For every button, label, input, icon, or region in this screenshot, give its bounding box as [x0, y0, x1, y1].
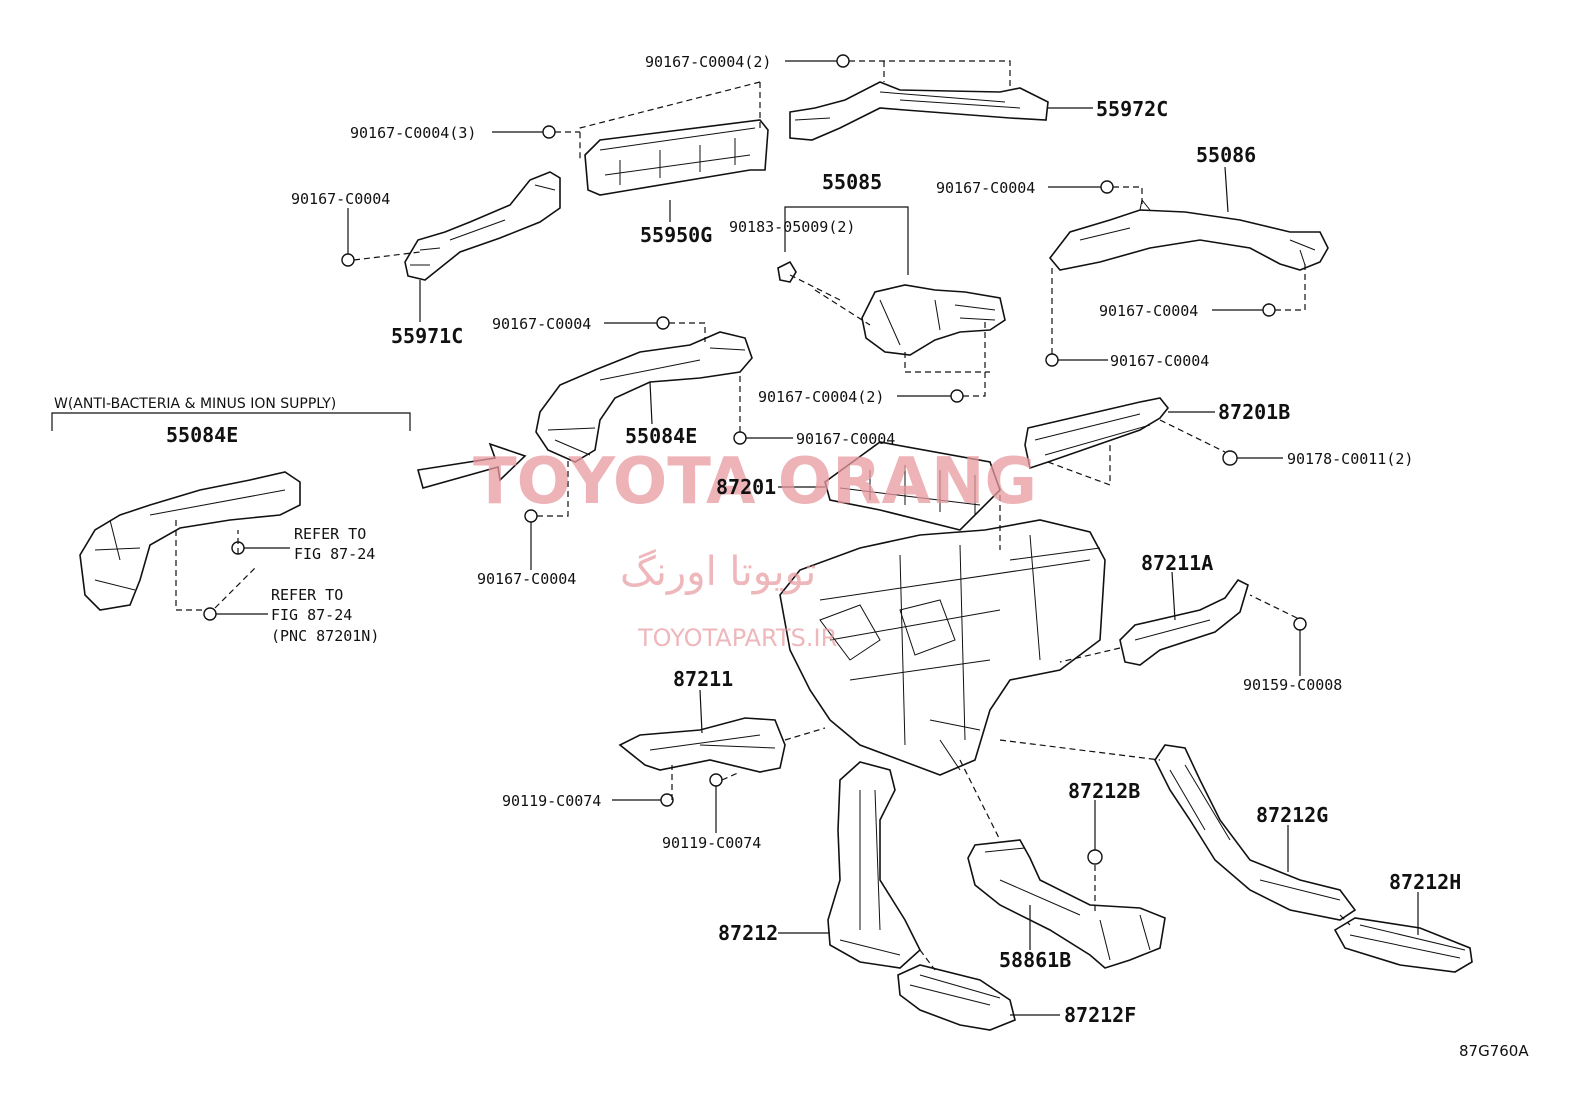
part-55085-connector	[777, 260, 1006, 356]
view-arrow	[416, 442, 527, 489]
label-refer: REFER TO	[271, 586, 343, 604]
label-bolt: 90167-C0004	[936, 179, 1035, 197]
label-part-number: 87201	[716, 475, 776, 499]
label-bolt: 90159-C0008	[1243, 676, 1342, 694]
label-part-number: 55084E	[625, 424, 697, 448]
part-55084e-center-duct	[535, 331, 753, 463]
watermark-sub: TOYOTAPARTS.IR	[637, 624, 837, 652]
label-bolt: 90167-C0004	[796, 430, 895, 448]
part-87201-register	[824, 441, 1001, 531]
label-bolt: 90167-C0004(2)	[758, 388, 884, 406]
watermark-main: TOYOTA ORANG	[473, 445, 1037, 519]
part-55084e-left-duct	[79, 471, 301, 611]
label-bolt: 90119-C0074	[502, 792, 601, 810]
label-clip: 90183-05009(2)	[729, 218, 855, 236]
label-part-number: 55971C	[391, 324, 463, 348]
watermark-persian: تویوتا اورنگ	[620, 549, 816, 595]
label-bolt: 90167-C0004	[1099, 302, 1198, 320]
label-bolt: 90167-C0004	[477, 570, 576, 588]
label-bolt: 90167-C0004	[1110, 352, 1209, 370]
diagram-code: 87G760A	[1459, 1042, 1529, 1060]
label-part-number: 87212H	[1389, 870, 1461, 894]
label-refer: REFER TO	[294, 525, 366, 543]
part-87201b	[1024, 397, 1170, 470]
label-part-number: 87212F	[1064, 1003, 1136, 1027]
part-87212h	[1333, 917, 1473, 973]
label-part-number: 87212B	[1068, 779, 1140, 803]
part-55950g-panel	[584, 119, 769, 196]
label-refer-pnc: (PNC 87201N)	[271, 627, 379, 645]
label-part-number: 55950G	[640, 223, 712, 247]
part-87212g	[1154, 744, 1357, 921]
label-part-number: 55086	[1196, 143, 1256, 167]
part-55086-duct	[1048, 198, 1329, 271]
label-part-number: 87211	[673, 667, 733, 691]
part-58861b	[967, 839, 1166, 969]
part-55971c-duct	[404, 171, 561, 281]
part-labels: 90167-C0004(2) 55972C 90167-C0004(3) 559…	[166, 53, 1461, 1027]
part-87212f	[897, 964, 1016, 1031]
part-87211	[618, 717, 786, 773]
label-part-number: 58861B	[999, 948, 1071, 972]
label-refer-fig: FIG 87-24	[294, 545, 375, 563]
label-part-number: 55085	[822, 170, 882, 194]
label-part-number: 55972C	[1096, 97, 1168, 121]
label-bolt: 90167-C0004(2)	[645, 53, 771, 71]
label-bolt: 90119-C0074	[662, 834, 761, 852]
label-nut: 90178-C0011(2)	[1287, 450, 1413, 468]
label-part-number: 87211A	[1141, 551, 1213, 575]
label-bolt: 90167-C0004(3)	[350, 124, 476, 142]
leader-lines	[51, 60, 1419, 1016]
variant-note: W(ANTI-BACTERIA & MINUS ION SUPPLY)	[54, 396, 336, 412]
part-55972c-duct	[789, 81, 1049, 141]
label-bolt: 90167-C0004	[492, 315, 591, 333]
label-part-number: 55084E	[166, 423, 238, 447]
part-hvac-unit	[779, 519, 1106, 776]
label-bolt: 90167-C0004	[291, 190, 390, 208]
label-part-number: 87212	[718, 921, 778, 945]
part-87211a	[1119, 578, 1249, 666]
part-87212	[827, 761, 921, 969]
label-part-number: 87201B	[1218, 400, 1290, 424]
label-part-number: 87212G	[1256, 803, 1328, 827]
label-refer-fig: FIG 87-24	[271, 606, 352, 624]
